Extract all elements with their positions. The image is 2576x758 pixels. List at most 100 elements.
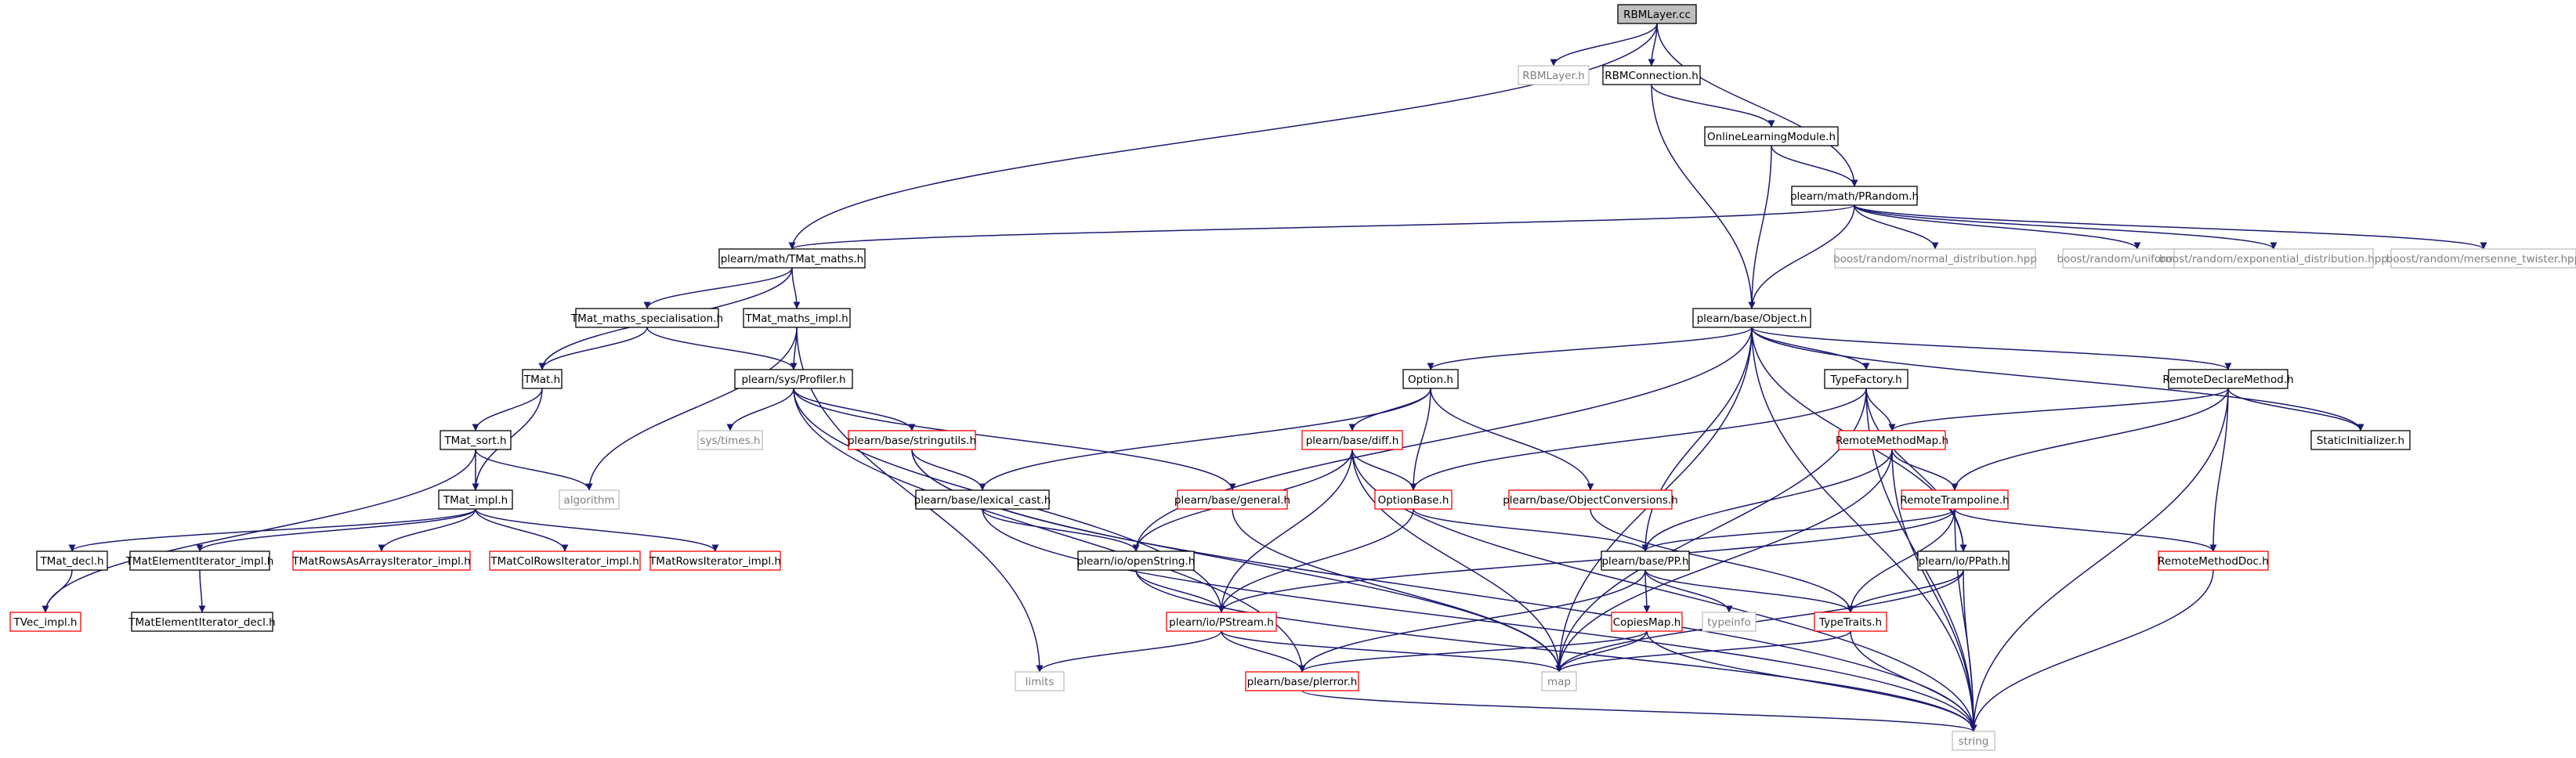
node-box-pp_h <box>1601 550 1690 571</box>
node-remotedeclaremethod_h[interactable]: RemoteDeclareMethod.h <box>2162 369 2294 389</box>
node-object_h[interactable]: plearn/base/Object.h <box>1692 308 1811 328</box>
node-tmat_maths_impl_h[interactable]: TMat_maths_impl.h <box>743 308 851 328</box>
node-onlinelearningmodule_h[interactable]: OnlineLearningModule.h <box>1704 126 1839 146</box>
node-remotetrampoline_h[interactable]: RemoteTrampoline.h <box>1900 489 2010 510</box>
node-general_h[interactable]: plearn/base/general.h <box>1174 489 1290 510</box>
node-staticinitializer_h[interactable]: StaticInitializer.h <box>2310 430 2411 450</box>
node-remotemethoddoc_h[interactable]: RemoteMethodDoc.h <box>2158 550 2269 571</box>
node-systimes_h: sys/times.h <box>697 430 763 450</box>
node-box-remotemethoddoc_h <box>2158 550 2269 571</box>
node-box-rbmconnection_h <box>1602 65 1701 85</box>
node-tmat_maths_specialisation_h[interactable]: TMat_maths_specialisation.h <box>570 308 723 328</box>
node-option_h[interactable]: Option.h <box>1402 369 1459 389</box>
node-box-staticinitializer_h <box>2310 430 2411 450</box>
node-pstream_h[interactable]: plearn/io/PStream.h <box>1166 612 1277 632</box>
node-tmatrowsasarraysiterator_impl_h[interactable]: TMatRowsAsArraysIterator_impl.h <box>291 550 471 571</box>
edge-tmat_h-to-tmat_sort_h <box>472 388 543 431</box>
node-tmatelementiterator_decl_h[interactable]: TMatElementIterator_decl.h <box>128 612 276 632</box>
node-stringutils_h[interactable]: plearn/base/stringutils.h <box>848 430 976 450</box>
edge-option_h-to-lexical_cast_h <box>979 388 1431 491</box>
node-tmatelementiterator_impl_h[interactable]: TMatElementIterator_impl.h <box>125 550 274 571</box>
node-rbmlayer_cc[interactable]: RBMLayer.cc <box>1617 4 1697 24</box>
edge-onlinelearningmodule_h-to-object_h <box>1748 145 1772 309</box>
node-prandom_h[interactable]: plearn/math/PRandom.h <box>1790 186 1919 206</box>
edge-general_h-to-map <box>1232 508 1563 673</box>
node-tmatcolrowsiterator_impl_h[interactable]: TMatColRowsIterator_impl.h <box>489 550 641 571</box>
edge-remotedeclaremethod_h-to-remotetrampoline_h <box>1951 388 2229 491</box>
node-label-tvec_impl_h: TVec_impl.h <box>13 616 78 629</box>
node-label-tmatcolrowsiterator_impl_h: TMatColRowsIterator_impl.h <box>490 555 639 568</box>
node-box-rbmlayer_cc <box>1617 4 1697 24</box>
node-label-remotedeclaremethod_h: RemoteDeclareMethod.h <box>2162 374 2293 386</box>
node-pp_h[interactable]: plearn/base/PP.h <box>1601 550 1690 571</box>
edge-optionbase_h-to-pp_h <box>1413 508 1649 552</box>
node-box-exponential_distribution <box>2173 248 2374 269</box>
edge-lexical_cast_h-to-openstring_h <box>982 508 1140 552</box>
edge-object_h-to-staticinitializer_h <box>1751 327 2364 431</box>
node-normal_distribution: boost/random/normal_distribution.hpp <box>1833 248 2037 269</box>
node-label-objectconversions_h: plearn/base/ObjectConversions.h <box>1503 494 1678 507</box>
edge-tmat_maths_h-to-tmat_maths_specialisation_h <box>643 267 793 309</box>
edge-pstream_h-to-limits <box>1036 630 1222 673</box>
node-profiler_h[interactable]: plearn/sys/Profiler.h <box>734 369 853 389</box>
node-label-onlinelearningmodule_h: OnlineLearningModule.h <box>1707 131 1836 143</box>
node-lexical_cast_h[interactable]: plearn/base/lexical_cast.h <box>914 489 1051 510</box>
node-label-plerror_h: plearn/base/plerror.h <box>1247 676 1358 688</box>
edge-tmat_maths_impl_h-to-algorithm <box>585 327 798 491</box>
edge-remotemethoddoc_h-to-string <box>1970 569 2214 732</box>
edge-tmat_impl_h-to-tmatelementiterator_impl_h <box>196 508 476 552</box>
edge-remotedeclaremethod_h-to-remotemethodmap_h <box>1888 388 2229 431</box>
node-label-tmat_maths_specialisation_h: TMat_maths_specialisation.h <box>570 312 723 325</box>
node-box-tmat_maths_specialisation_h <box>575 308 719 328</box>
edge-prandom_h-to-mersenne_twister <box>1854 204 2487 250</box>
node-copiesmap_h[interactable]: CopiesMap.h <box>1611 612 1683 632</box>
edge-remotedeclaremethod_h-to-string <box>1970 388 2229 732</box>
node-label-tmatelementiterator_decl_h: TMatElementIterator_decl.h <box>128 616 276 629</box>
node-objectconversions_h[interactable]: plearn/base/ObjectConversions.h <box>1503 489 1678 510</box>
edge-object_h-to-string <box>1751 327 1977 732</box>
node-openstring_h[interactable]: plearn/io/openString.h <box>1077 550 1196 571</box>
node-box-diff_h <box>1301 430 1403 450</box>
node-ppath_h[interactable]: plearn/io/PPath.h <box>1917 550 2010 571</box>
edge-tmatelementiterator_impl_h-to-tmatelementiterator_decl_h <box>198 569 206 613</box>
node-typefactory_h[interactable]: TypeFactory.h <box>1824 369 1908 389</box>
edge-pp_h-to-plerror_h <box>1298 569 1646 673</box>
node-tmat_impl_h[interactable]: TMat_impl.h <box>438 489 513 510</box>
node-plerror_h[interactable]: plearn/base/plerror.h <box>1245 671 1359 691</box>
node-box-normal_distribution <box>1834 248 2036 269</box>
edge-remotetrampoline_h-to-remotemethoddoc_h <box>1954 508 2217 552</box>
node-tmat_maths_h[interactable]: plearn/math/TMat_maths.h <box>718 248 866 269</box>
node-box-systimes_h <box>697 430 763 450</box>
node-rbmconnection_h[interactable]: RBMConnection.h <box>1602 65 1701 85</box>
node-box-onlinelearningmodule_h <box>1704 126 1839 146</box>
node-remotemethodmap_h[interactable]: RemoteMethodMap.h <box>1836 430 1948 450</box>
node-diff_h[interactable]: plearn/base/diff.h <box>1301 430 1403 450</box>
node-tmat_h[interactable]: TMat.h <box>522 369 563 389</box>
node-optionbase_h[interactable]: OptionBase.h <box>1374 489 1453 510</box>
node-label-tmat_h: TMat.h <box>523 374 560 386</box>
node-tmat_decl_h[interactable]: TMat_decl.h <box>36 550 108 571</box>
node-box-tvec_impl_h <box>9 612 81 632</box>
node-label-tmatrowsiterator_impl_h: TMatRowsIterator_impl.h <box>649 555 781 568</box>
node-box-general_h <box>1177 489 1288 510</box>
node-tmat_sort_h[interactable]: TMat_sort.h <box>440 430 512 450</box>
edge-openstring_h-to-string <box>1135 569 1977 732</box>
node-tvec_impl_h[interactable]: TVec_impl.h <box>9 612 81 632</box>
edge-pp_h-to-typeinfo <box>1644 569 1733 613</box>
node-box-option_h <box>1402 369 1459 389</box>
node-algorithm: algorithm <box>559 489 620 510</box>
node-box-typefactory_h <box>1824 369 1908 389</box>
node-box-remotetrampoline_h <box>1901 489 2009 510</box>
edge-prandom_h-to-object_h <box>1748 204 1855 309</box>
node-box-limits <box>1015 671 1065 691</box>
node-label-limits: limits <box>1026 676 1055 688</box>
node-box-typetraits_h <box>1814 612 1887 632</box>
edge-typefactory_h-to-optionbase_h <box>1409 388 1867 491</box>
node-typetraits_h[interactable]: TypeTraits.h <box>1814 612 1887 632</box>
node-tmatrowsiterator_impl_h[interactable]: TMatRowsIterator_impl.h <box>649 550 781 571</box>
node-label-ppath_h: plearn/io/PPath.h <box>1919 555 2009 568</box>
node-label-openstring_h: plearn/io/openString.h <box>1077 555 1196 568</box>
node-box-object_h <box>1692 308 1811 328</box>
node-label-pp_h: plearn/base/PP.h <box>1601 555 1688 568</box>
edge-onlinelearningmodule_h-to-prandom_h <box>1771 145 1858 187</box>
